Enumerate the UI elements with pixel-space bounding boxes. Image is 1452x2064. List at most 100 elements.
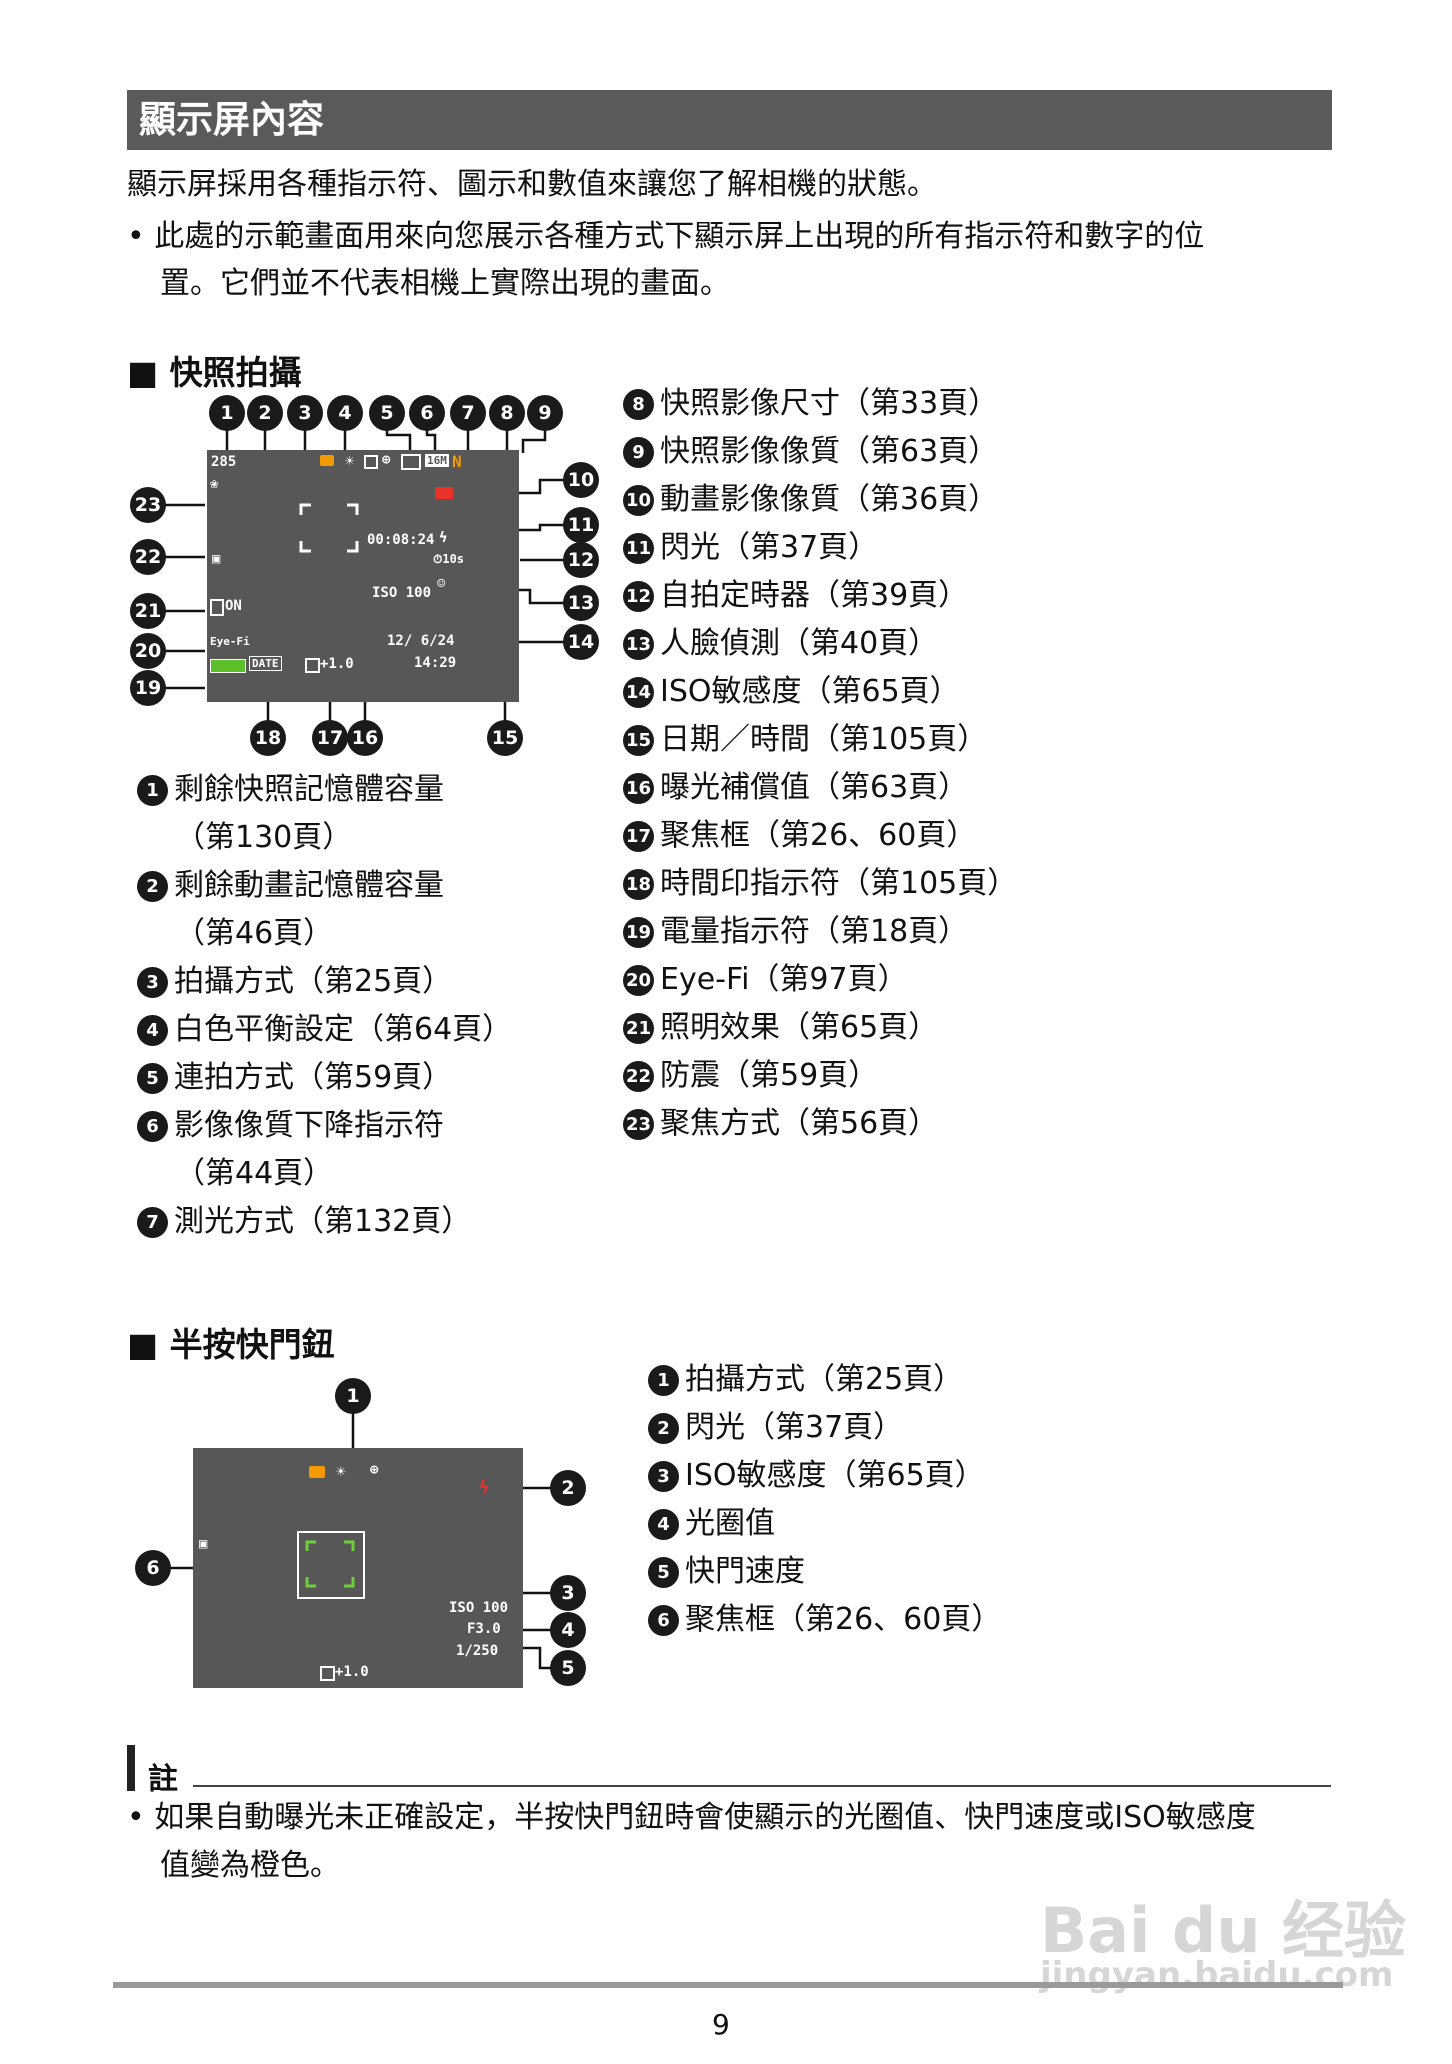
snapshot-screen-diagram: 285 ☀ ⊕ 16M N ❀ 00:08:24 ϟ ⏱10s ☺ ISO 10… <box>125 385 605 757</box>
num-badge: 17 <box>623 820 654 852</box>
legend-label: 聚焦方式（第56頁） <box>660 1106 939 1141</box>
legend-label: （第46頁） <box>175 916 334 951</box>
marker-21: 21 <box>130 593 166 629</box>
marker-1: 1 <box>209 395 245 431</box>
num-badge: 6 <box>648 1604 679 1636</box>
num-badge: 3 <box>648 1460 679 1492</box>
self-timer-icon: ⏱10s <box>433 552 465 566</box>
section-heading-snapshot: ■ 快照拍攝 <box>127 353 302 392</box>
legend-label: 拍攝方式（第25頁） <box>174 964 453 999</box>
legend-label: ISO敏感度（第65頁） <box>685 1458 985 1493</box>
marker-8: 8 <box>489 395 525 431</box>
remaining-shots: 285 <box>211 454 237 470</box>
num-badge: 4 <box>137 1014 168 1046</box>
num-badge: 14 <box>623 676 654 708</box>
marker-12: 12 <box>563 542 599 578</box>
num-badge: 5 <box>648 1556 679 1588</box>
half-press-screen-diagram: ☀ ⊕ ϟ ▣ ISO 100 F3.0 1/250 +1.0 1 2 6 3 … <box>135 1378 595 1698</box>
page-number: 9 <box>712 2008 730 2041</box>
num-badge: 5 <box>137 1062 168 1094</box>
legend-label: 快照影像尺寸（第33頁） <box>660 386 999 421</box>
legend-label: 聚焦框（第26、60頁） <box>685 1602 1002 1637</box>
white-balance-icon: ☀ <box>345 452 355 470</box>
marker-23: 23 <box>130 487 166 523</box>
num-badge: 22 <box>623 1060 654 1092</box>
marker-18: 18 <box>250 720 286 756</box>
legend-label: 光圈值 <box>685 1506 775 1541</box>
marker-2: 2 <box>550 1470 586 1506</box>
legend-label: 防震（第59頁） <box>660 1058 879 1093</box>
footer-rule <box>113 1982 1343 1988</box>
num-badge: 6 <box>137 1110 168 1142</box>
battery-icon <box>210 659 246 673</box>
num-badge: 21 <box>623 1012 654 1044</box>
page-title: 顯示屏內容 <box>127 90 1332 150</box>
focus-frame <box>299 503 359 553</box>
marker-22: 22 <box>130 539 166 575</box>
legend-label: 自拍定時器（第39頁） <box>660 578 969 613</box>
marker-3: 3 <box>287 395 323 431</box>
legend-label: 快門速度 <box>685 1554 805 1589</box>
camera-mode-icon <box>309 1466 325 1478</box>
marker-17: 17 <box>312 720 348 756</box>
num-badge: 8 <box>623 388 654 420</box>
legend-label: 照明效果（第65頁） <box>660 1010 939 1045</box>
aperture-value: F3.0 <box>467 1621 501 1637</box>
exposure-comp-value: +1.0 <box>335 1664 369 1680</box>
legend-item: （第46頁） <box>137 910 512 958</box>
num-badge: 2 <box>137 870 168 902</box>
num-badge: 19 <box>623 916 654 948</box>
half-press-screen: ☀ ⊕ ϟ ▣ ISO 100 F3.0 1/250 +1.0 <box>193 1448 523 1688</box>
marker-6: 6 <box>135 1550 171 1586</box>
num-badge: 1 <box>137 774 168 806</box>
camera-mode-icon <box>320 455 334 466</box>
num-badge: 12 <box>623 580 654 612</box>
legend-label: Eye-Fi（第97頁） <box>660 962 908 997</box>
legend-label: 人臉偵測（第40頁） <box>660 626 939 661</box>
shutter-speed-value: 1/250 <box>456 1643 499 1659</box>
focus-frame <box>305 1540 355 1588</box>
marker-5: 5 <box>550 1650 586 1686</box>
note-marker-bar <box>127 1745 135 1791</box>
note-rule <box>193 1785 1331 1787</box>
legend-label: 拍攝方式（第25頁） <box>685 1362 964 1397</box>
legend-label: 連拍方式（第59頁） <box>174 1060 453 1095</box>
legend-label: 快照影像像質（第63頁） <box>660 434 999 469</box>
num-badge: 9 <box>623 436 654 468</box>
num-badge: 7 <box>137 1206 168 1238</box>
marker-16: 16 <box>347 720 383 756</box>
legend-item: （第44頁） <box>137 1150 512 1198</box>
marker-9: 9 <box>527 395 563 431</box>
legend-label: 曝光補償值（第63頁） <box>660 770 969 805</box>
num-badge: 11 <box>623 532 654 564</box>
num-badge: 2 <box>648 1412 679 1444</box>
legend-label: 閃光（第37頁） <box>685 1410 904 1445</box>
legend-label: 日期／時間（第105頁） <box>660 722 988 757</box>
marker-4: 4 <box>327 395 363 431</box>
image-quality-icon: N <box>452 452 462 471</box>
movie-remaining-time: 00:08:24 <box>367 532 435 548</box>
white-balance-icon: ☀ <box>336 1462 346 1481</box>
section-heading-half-press: ■ 半按快門鈕 <box>127 1325 335 1364</box>
date-value: 12/ 6/24 <box>387 633 455 649</box>
legend-label: 電量指示符（第18頁） <box>660 914 969 949</box>
watermark-url: jingyan.baidu.com <box>1040 1955 1394 1995</box>
